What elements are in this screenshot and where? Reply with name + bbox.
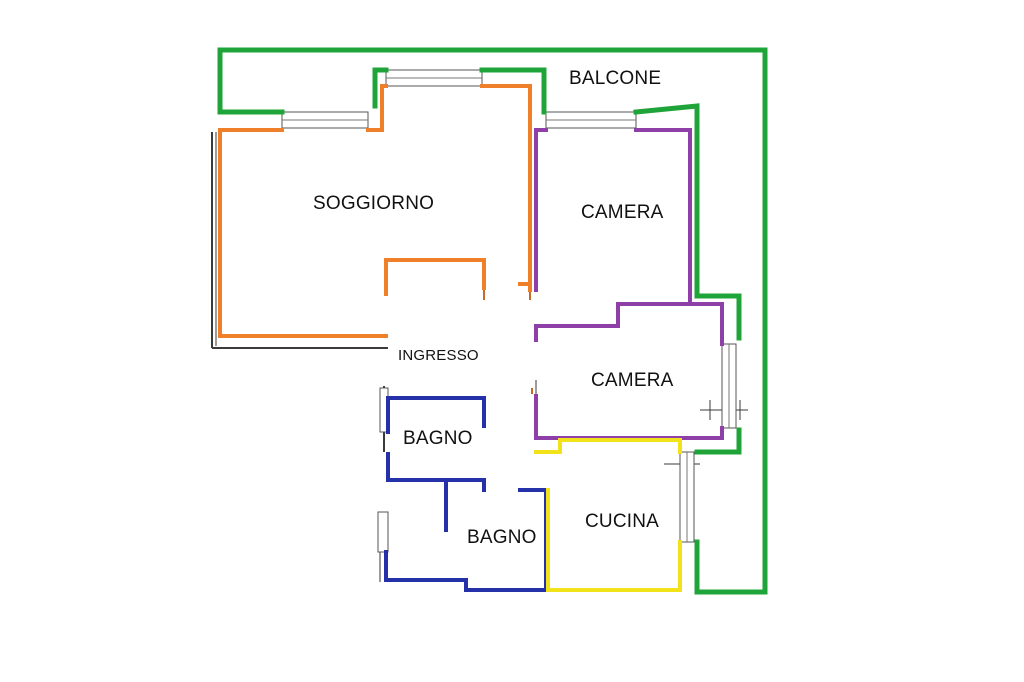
bathroom-outline	[384, 396, 548, 592]
bedroom-outline	[534, 128, 724, 440]
room-label-balcone: BALCONE	[569, 68, 662, 89]
room-label-bagno-1: BAGNO	[403, 428, 473, 449]
living-room-outline	[218, 84, 532, 338]
windows	[281, 69, 737, 553]
room-label-cucina: CUCINA	[585, 511, 660, 532]
room-label-camera-1: CAMERA	[581, 202, 664, 223]
kitchen-outline	[534, 438, 682, 592]
door-marks	[483, 290, 533, 394]
room-label-bagno-2: BAGNO	[467, 527, 537, 548]
room-label-ingresso: INGRESSO	[398, 347, 479, 364]
room-label-soggiorno: SOGGIORNO	[313, 193, 435, 214]
room-label-camera-2: CAMERA	[591, 370, 674, 391]
balcony-outline	[217, 47, 768, 595]
